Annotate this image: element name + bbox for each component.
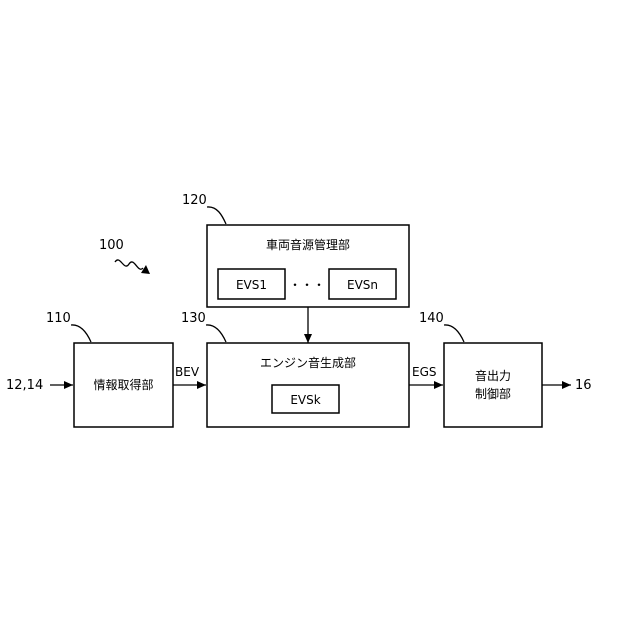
evsk-label: EVSk: [290, 393, 320, 407]
ref-100-leader: [115, 260, 143, 269]
egs-signal-label: EGS: [412, 365, 437, 379]
sound-output-label-line2: 制御部: [475, 386, 511, 401]
ref-140: 140: [419, 311, 444, 326]
vehicle-sound-management-label: 車両音源管理部: [266, 237, 350, 252]
info-acquisition-label: 情報取得部: [93, 377, 153, 392]
ref-110-leader: [71, 325, 91, 342]
ref-140-leader: [444, 325, 464, 342]
ref-100: 100: [99, 238, 124, 253]
evs-ellipsis: ・・・: [289, 278, 325, 292]
sound-output-label-line1: 音出力: [475, 368, 511, 383]
ref-110: 110: [46, 311, 71, 326]
ref-130-leader: [206, 325, 226, 342]
sound-output-control-block: [444, 343, 542, 427]
bev-signal-label: BEV: [175, 365, 200, 379]
evs1-label: EVS1: [236, 278, 267, 292]
engine-sound-generation-label: エンジン音生成部: [260, 355, 356, 370]
evsn-label: EVSn: [347, 278, 378, 292]
ref-100-arrowhead: [141, 265, 150, 274]
input-signal-label: 12,14: [6, 378, 43, 393]
output-signal-label: 16: [575, 378, 592, 393]
ref-120: 120: [182, 193, 207, 208]
ref-120-leader: [207, 207, 226, 224]
ref-130: 130: [181, 311, 206, 326]
